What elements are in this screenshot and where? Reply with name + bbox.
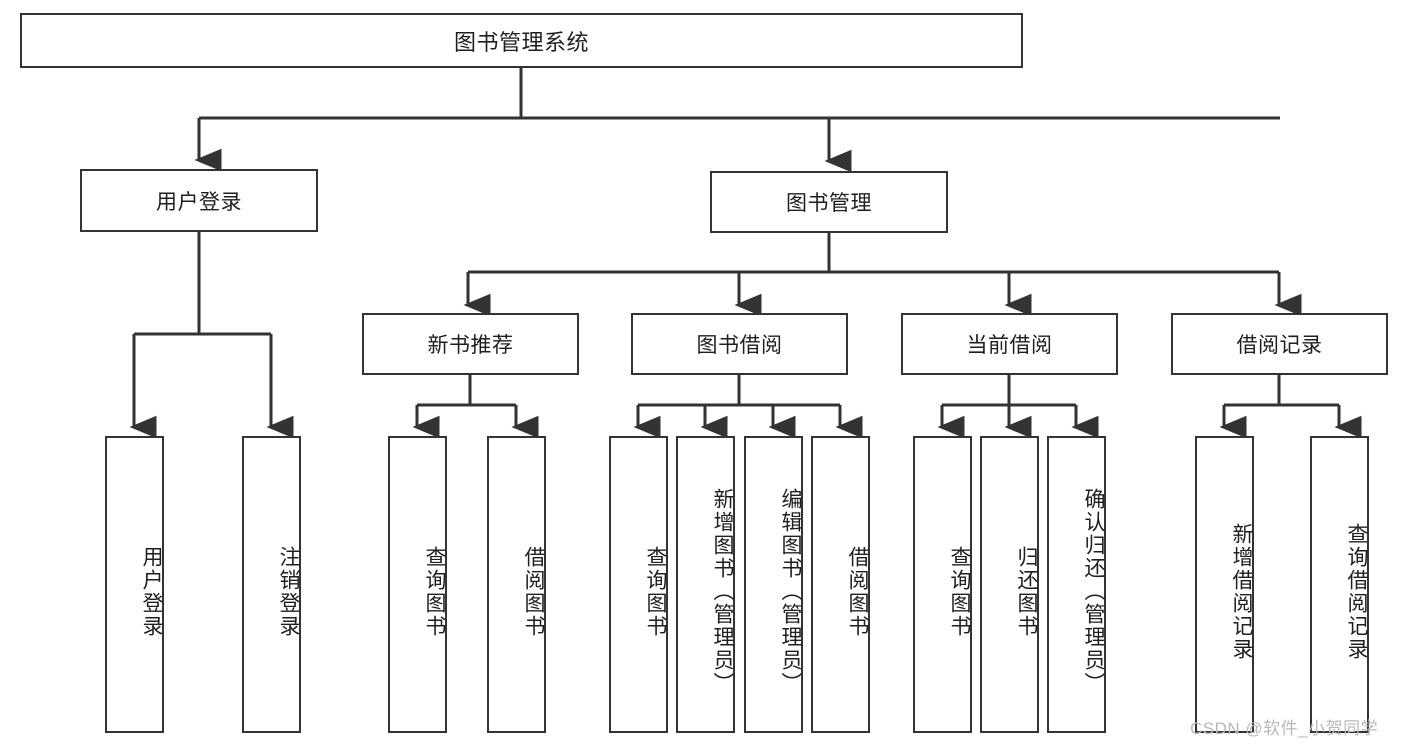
leaf-current-borrow-query-book[interactable]: 查询图书 (913, 436, 972, 733)
leaf-current-borrow-confirm-return-admin[interactable]: 确认归还（管理员） (1047, 436, 1106, 733)
leaf-book-borrow-add-book-admin[interactable]: 新增图书（管理员） (676, 436, 735, 733)
leaf-new-book-borrow-book[interactable]: 借阅图书 (487, 436, 546, 733)
leaf-borrow-record-query-record[interactable]: 查询借阅记录 (1310, 436, 1369, 733)
leaf-book-borrow-edit-book-admin[interactable]: 编辑图书（管理员） (744, 436, 803, 733)
leaf-book-borrow-query-book[interactable]: 查询图书 (609, 436, 668, 733)
node-new-book-recommend[interactable]: 新书推荐 (362, 313, 579, 375)
node-borrow-record[interactable]: 借阅记录 (1171, 313, 1388, 375)
leaf-current-borrow-return-book[interactable]: 归还图书 (980, 436, 1039, 733)
node-book-borrow[interactable]: 图书借阅 (631, 313, 848, 375)
leaf-borrow-record-add-record[interactable]: 新增借阅记录 (1195, 436, 1254, 733)
node-book-management[interactable]: 图书管理 (710, 171, 948, 233)
leaf-book-borrow-borrow-book[interactable]: 借阅图书 (811, 436, 870, 733)
leaf-new-book-query-book[interactable]: 查询图书 (388, 436, 447, 733)
leaf-user-login-login[interactable]: 用户登录 (105, 436, 164, 733)
node-current-borrow[interactable]: 当前借阅 (901, 313, 1118, 375)
node-root-library-system[interactable]: 图书管理系统 (20, 13, 1023, 68)
leaf-user-login-logout[interactable]: 注销登录 (242, 436, 301, 733)
node-user-login[interactable]: 用户登录 (80, 169, 318, 232)
